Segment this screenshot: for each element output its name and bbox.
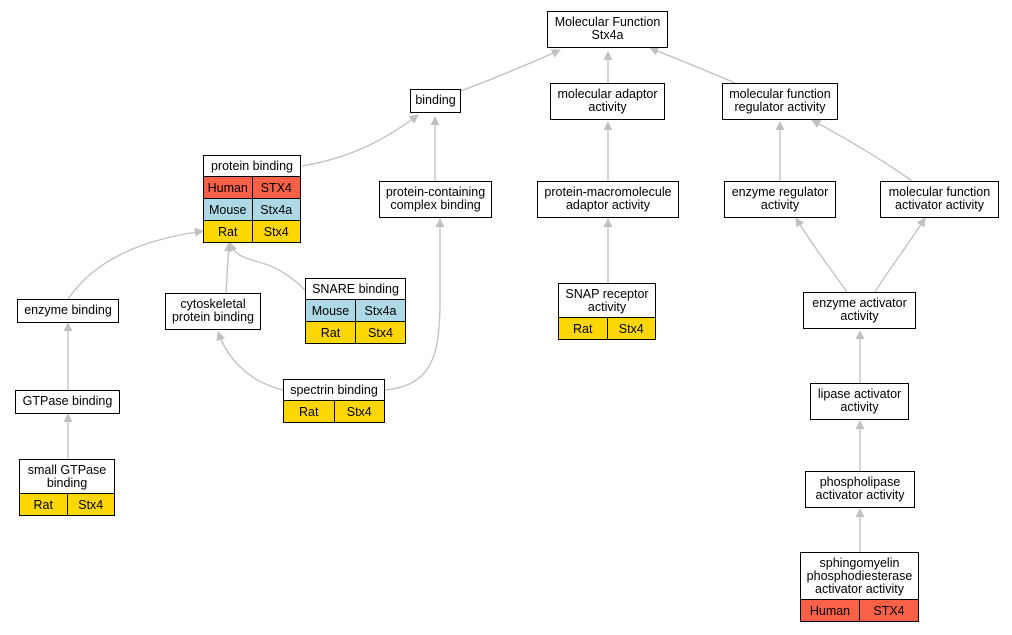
node-sphingomyelin[interactable]: sphingomyelin phosphodiesterase activato… bbox=[800, 552, 919, 622]
edge-snare-to-protein-binding bbox=[228, 242, 306, 291]
gene-cell: Stx4 bbox=[66, 494, 114, 515]
node-binding-label: binding bbox=[415, 93, 456, 107]
node-enzyme-activator[interactable]: enzyme activator activity bbox=[803, 292, 916, 329]
node-complex-binding-label: protein-containing complex binding bbox=[385, 185, 486, 212]
edge-enzyme-activator-to-mf-activator bbox=[874, 217, 926, 293]
node-mf-regulator[interactable]: molecular function regulator activity bbox=[722, 83, 838, 120]
gene-cell: Stx4a bbox=[355, 300, 405, 321]
species-cell: Human bbox=[204, 177, 252, 198]
node-enzyme-activator-label: enzyme activator activity bbox=[812, 296, 907, 323]
gene-cell: Stx4 bbox=[333, 401, 384, 422]
gene-cell: Stx4 bbox=[606, 318, 655, 339]
edge-spectrin-to-complex-binding bbox=[384, 218, 445, 391]
node-sphingomyelin-label: sphingomyelin phosphodiesterase activato… bbox=[806, 556, 913, 596]
species-cell: Rat bbox=[284, 401, 334, 422]
species-cell: Mouse bbox=[306, 300, 355, 321]
node-mf-activator[interactable]: molecular function activator activity bbox=[880, 181, 999, 218]
node-spectrin-binding-label: spectrin binding bbox=[290, 383, 378, 397]
node-protein-binding-label: protein binding bbox=[210, 159, 293, 173]
node-prot-macro-adaptor[interactable]: protein-macromolecule adaptor activity bbox=[537, 181, 679, 218]
node-phospholipase-activator-label: phospholipase activator activity bbox=[815, 475, 905, 502]
species-cell: Human bbox=[801, 600, 859, 621]
edge-mf-activator-to-regulator bbox=[811, 119, 913, 182]
node-lipase-activator[interactable]: lipase activator activity bbox=[810, 383, 909, 420]
ortholog-row: Rat Stx4 bbox=[204, 220, 300, 242]
ortholog-row: Human STX4 bbox=[801, 599, 918, 621]
node-small-gtpase-label: small GTPase binding bbox=[27, 463, 107, 490]
node-snap-receptor-label: SNAP receptor activity bbox=[565, 287, 649, 314]
node-molecular-adaptor-label: molecular adaptor activity bbox=[557, 87, 658, 114]
edge-cytoskeletal-to-protein-binding bbox=[223, 242, 234, 294]
ortholog-row: Rat Stx4 bbox=[306, 321, 405, 343]
gene-cell: Stx4 bbox=[355, 322, 405, 343]
ortholog-row: Mouse Stx4a bbox=[204, 198, 300, 220]
ortholog-row: Rat Stx4 bbox=[284, 400, 384, 422]
node-cytoskeletal[interactable]: cytoskeletal protein binding bbox=[165, 293, 261, 330]
edge-protein-binding-to-binding bbox=[301, 114, 419, 167]
node-small-gtpase[interactable]: small GTPase binding Rat Stx4 bbox=[19, 459, 115, 516]
node-molecular-adaptor[interactable]: molecular adaptor activity bbox=[550, 83, 665, 120]
gene-cell: Stx4 bbox=[251, 221, 300, 242]
node-spectrin-binding[interactable]: spectrin binding Rat Stx4 bbox=[283, 379, 385, 423]
ortholog-row: Rat Stx4 bbox=[20, 493, 114, 515]
node-cytoskeletal-label: cytoskeletal protein binding bbox=[171, 297, 254, 324]
edge-enzyme-activator-to-enzyme-regulator bbox=[795, 217, 848, 293]
ortholog-row: Mouse Stx4a bbox=[306, 299, 405, 321]
ortholog-row: Rat Stx4 bbox=[559, 317, 655, 339]
edge-regulator-to-root bbox=[649, 46, 736, 84]
species-cell: Mouse bbox=[204, 199, 252, 220]
gene-cell: STX4 bbox=[251, 177, 300, 198]
node-mf-regulator-label: molecular function regulator activity bbox=[729, 87, 831, 114]
node-gtpase-binding[interactable]: GTPase binding bbox=[15, 390, 120, 414]
node-protein-binding[interactable]: protein binding Human STX4 Mouse Stx4a R… bbox=[203, 155, 301, 243]
node-binding[interactable]: binding bbox=[410, 89, 461, 113]
gene-cell: Stx4a bbox=[251, 199, 300, 220]
node-root-label: Molecular Function Stx4a bbox=[554, 15, 661, 42]
node-lipase-activator-label: lipase activator activity bbox=[817, 387, 902, 414]
node-mf-activator-label: molecular function activator activity bbox=[888, 185, 991, 212]
species-cell: Rat bbox=[306, 322, 355, 343]
node-root[interactable]: Molecular Function Stx4a bbox=[547, 11, 668, 48]
node-gtpase-binding-label: GTPase binding bbox=[22, 394, 113, 408]
node-enzyme-binding[interactable]: enzyme binding bbox=[17, 299, 119, 323]
ortholog-row: Human STX4 bbox=[204, 176, 300, 198]
edge-binding-to-root bbox=[460, 49, 561, 92]
species-cell: Rat bbox=[20, 494, 67, 515]
edge-spectrin-to-cytoskeletal bbox=[216, 331, 284, 391]
species-cell: Rat bbox=[559, 318, 607, 339]
node-phospholipase-activator[interactable]: phospholipase activator activity bbox=[805, 471, 915, 508]
node-enzyme-regulator-label: enzyme regulator activity bbox=[731, 185, 829, 212]
species-cell: Rat bbox=[204, 221, 252, 242]
node-snare-binding-label: SNARE binding bbox=[312, 282, 399, 296]
node-complex-binding[interactable]: protein-containing complex binding bbox=[379, 181, 492, 218]
node-snap-receptor[interactable]: SNAP receptor activity Rat Stx4 bbox=[558, 283, 656, 340]
node-prot-macro-adaptor-label: protein-macromolecule adaptor activity bbox=[544, 185, 672, 212]
gene-cell: STX4 bbox=[859, 600, 918, 621]
node-enzyme-binding-label: enzyme binding bbox=[24, 303, 112, 317]
node-snare-binding[interactable]: SNARE binding Mouse Stx4a Rat Stx4 bbox=[305, 278, 406, 344]
edge-enzyme-binding-to-protein-binding bbox=[67, 227, 204, 300]
node-enzyme-regulator[interactable]: enzyme regulator activity bbox=[724, 181, 836, 218]
